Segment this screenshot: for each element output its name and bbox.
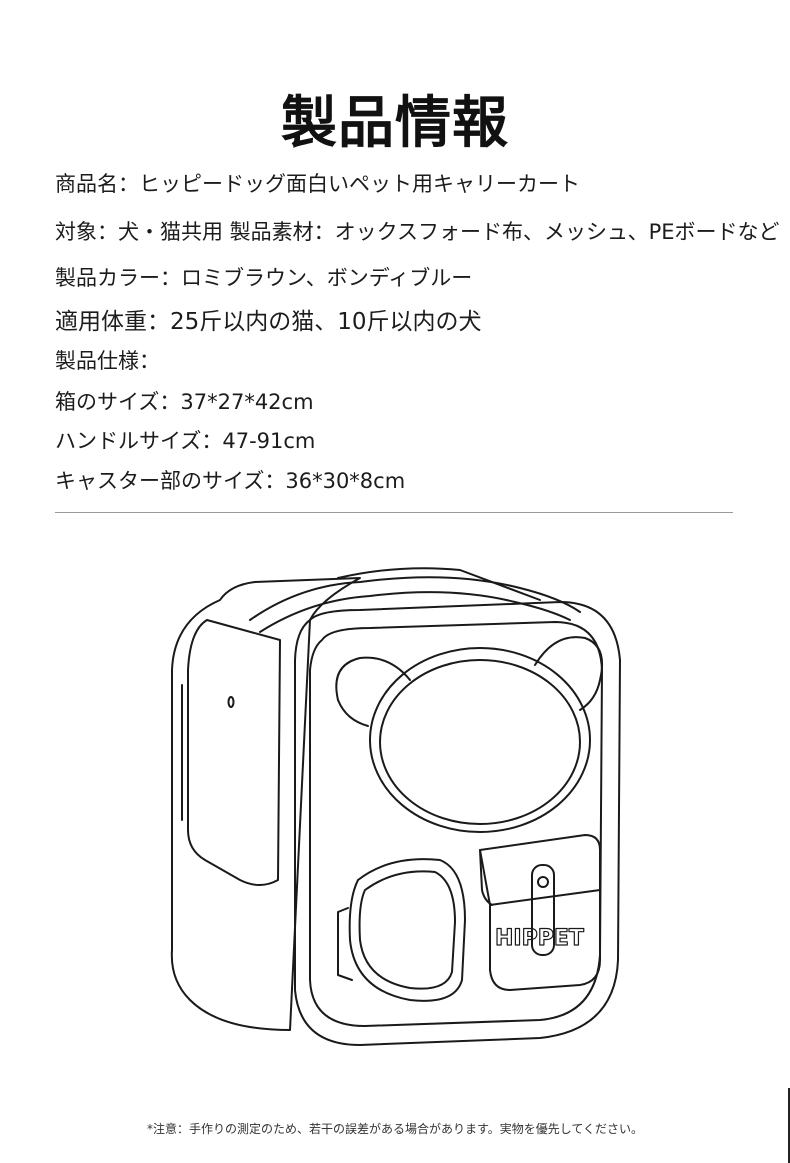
box-size-line: 箱のサイズ：37*27*42cm <box>55 390 314 414</box>
product-name-line: 商品名：ヒッピードッグ面白いペット用キャリーカート <box>55 172 580 196</box>
pet-carrier-illustration: HIPPET <box>170 567 621 1046</box>
brand-label: HIPPET <box>495 926 584 951</box>
edge-line <box>788 1088 790 1163</box>
target-material-line: 対象：犬・猫共用 製品素材：オックスフォード布、メッシュ、PEボードなど <box>55 220 780 244</box>
section-divider <box>55 512 733 513</box>
measurement-footnote: *注意：手作りの測定のため、若干の誤差がある場合があります。実物を優先してくださ… <box>146 1122 644 1136</box>
caster-size-line: キャスター部のサイズ：36*30*8cm <box>55 469 406 493</box>
product-colors-line: 製品カラー：ロミブラウン、ボンディブルー <box>55 266 473 290</box>
page-title: 製品情報 <box>281 91 509 156</box>
applicable-weight-line: 適用体重：25斤以内の猫、10斤以内の犬 <box>55 309 482 335</box>
spec-heading: 製品仕様： <box>55 349 160 373</box>
handle-size-line: ハンドルサイズ：47-91cm <box>55 429 316 453</box>
